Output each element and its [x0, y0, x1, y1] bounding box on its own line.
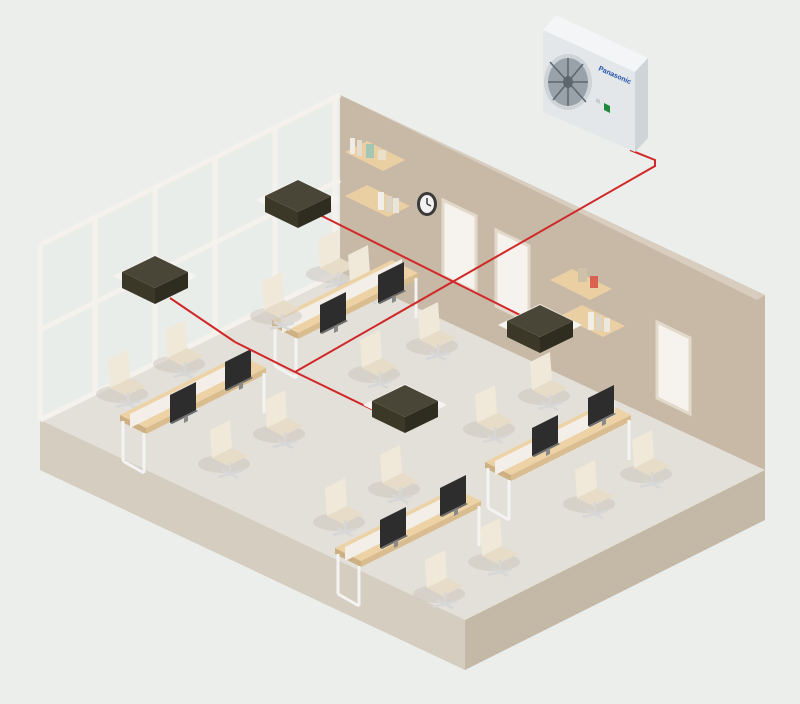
- wall-picture-2: [494, 227, 531, 325]
- floor-edge-front-right: [465, 470, 765, 670]
- bookshelf-right: [550, 268, 625, 337]
- floor-edge-front-left: [40, 420, 465, 670]
- room-floor: [40, 272, 765, 620]
- outdoor-unit-status-indicator: [604, 103, 610, 113]
- back-wall-top: [332, 91, 765, 300]
- outdoor-unit: Panasonic: [543, 15, 648, 152]
- wall-picture-3: [655, 319, 692, 417]
- bookshelf-upper-left: [345, 138, 410, 217]
- wall-clock-icon: [417, 192, 437, 216]
- wall-decor: [345, 138, 692, 417]
- fan-grille-icon: [544, 54, 592, 110]
